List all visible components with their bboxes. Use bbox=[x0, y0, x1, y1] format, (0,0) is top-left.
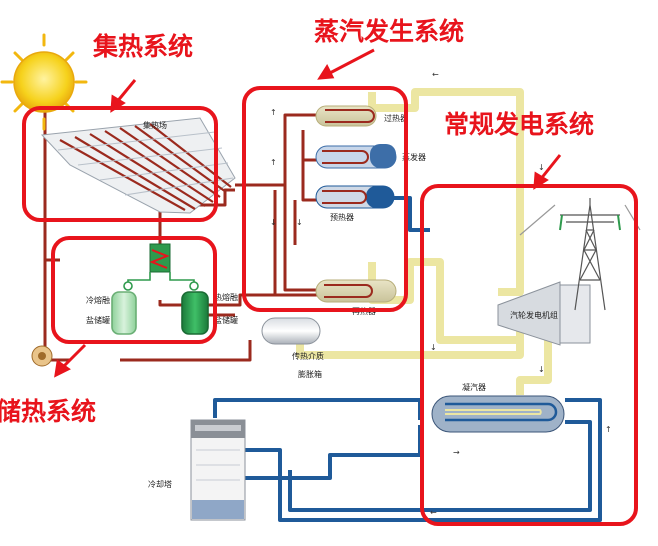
preheater-label: 预热器 bbox=[330, 212, 354, 222]
svg-text:↓: ↓ bbox=[538, 163, 545, 172]
pump-icon bbox=[31, 345, 53, 367]
superheater-label: 过热器 bbox=[384, 113, 408, 123]
svg-text:↓: ↓ bbox=[296, 218, 303, 227]
sun-icon bbox=[0, 33, 88, 131]
steam-system-box bbox=[242, 86, 408, 312]
collector-system-box bbox=[22, 106, 218, 222]
superheater: 过热器 bbox=[315, 105, 408, 127]
transmission-tower-icon bbox=[519, 198, 641, 311]
condenser: 凝汽器 bbox=[431, 382, 565, 433]
svg-text:↓: ↓ bbox=[430, 343, 437, 352]
storage-system-title: 储热系统 bbox=[0, 397, 96, 426]
cold-salt-tank bbox=[111, 272, 151, 335]
svg-text:←: ← bbox=[430, 508, 437, 517]
storage-heat-exchanger bbox=[149, 243, 171, 273]
hot-tank-label-line2: 盐储罐 bbox=[214, 315, 238, 325]
cooling-tower: 冷却塔 bbox=[148, 419, 246, 521]
collector-field-label: 集热场 bbox=[143, 120, 167, 130]
evaporator: 蒸发器 bbox=[315, 144, 426, 169]
power-system-title: 常规发电系统 bbox=[444, 110, 594, 139]
power-system-box bbox=[420, 184, 638, 526]
pointer-arrows bbox=[54, 48, 562, 378]
cooling-tower-label: 冷却塔 bbox=[148, 479, 172, 489]
expansion-tank-label-line2: 膨胀箱 bbox=[298, 369, 322, 379]
expansion-tank bbox=[261, 317, 321, 345]
svg-text:↑: ↑ bbox=[270, 108, 277, 117]
evaporator-label: 蒸发器 bbox=[402, 152, 426, 162]
svg-text:←: ← bbox=[432, 70, 439, 79]
turbine-generator-label: 汽轮发电机组 bbox=[510, 310, 558, 320]
cold-tank-label-line2: 盐储罐 bbox=[86, 315, 110, 325]
collector-field: 集热场 bbox=[40, 117, 236, 214]
hot-tank-label-line1: 热熔融 bbox=[214, 292, 238, 302]
svg-text:↓: ↓ bbox=[270, 218, 277, 227]
svg-text:→: → bbox=[453, 448, 460, 457]
hot-salt-tank bbox=[169, 272, 209, 335]
storage-system-box bbox=[51, 236, 217, 344]
condenser-label: 凝汽器 bbox=[462, 382, 486, 392]
preheater: 预热器 bbox=[315, 185, 395, 222]
cold-tank-label-line1: 冷熔融 bbox=[86, 295, 110, 305]
expansion-tank-label-line1: 传热介质 bbox=[292, 351, 324, 361]
svg-text:↑: ↑ bbox=[270, 158, 277, 167]
steam-system-title: 蒸汽发生系统 bbox=[314, 17, 464, 46]
collector-system-title: 集热系统 bbox=[92, 32, 193, 61]
turbine-generator: 汽轮发电机组 bbox=[497, 281, 591, 346]
svg-text:↑: ↑ bbox=[605, 425, 612, 434]
system-highlight-boxes bbox=[22, 86, 638, 526]
svg-text:↓: ↓ bbox=[538, 365, 545, 374]
